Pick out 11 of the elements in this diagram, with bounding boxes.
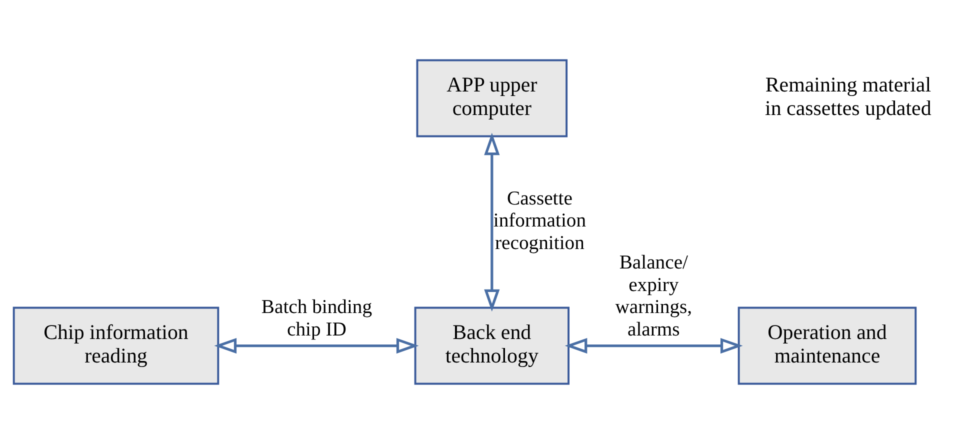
node-box: Back end technology: [414, 306, 570, 385]
arrow: [564, 338, 743, 354]
edge-label: Batch binding chip ID: [261, 296, 372, 340]
arrow: [214, 338, 419, 354]
node-box: Chip information reading: [12, 306, 220, 385]
label: Remaining material in cassettes updated: [765, 72, 932, 120]
arrow: [484, 132, 500, 312]
edge-label: Cassette information recognition: [493, 187, 586, 254]
node-box: APP upper computer: [416, 59, 568, 138]
edge-label: Balance/ expiry warnings, alarms: [615, 252, 692, 340]
node-box: Operation and maintenance: [738, 306, 917, 385]
